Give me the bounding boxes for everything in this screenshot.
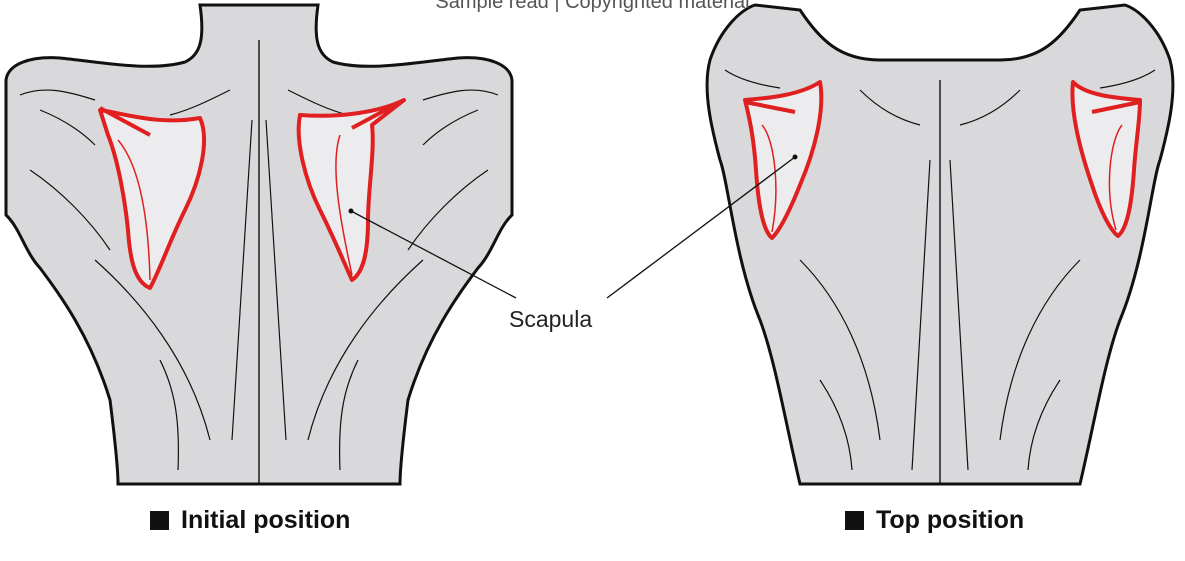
- square-bullet-icon: [845, 511, 864, 530]
- caption-initial-position: Initial position: [150, 506, 350, 535]
- caption-initial-label: Initial position: [181, 506, 350, 535]
- torso-initial-position: [6, 5, 512, 484]
- torso-top-position: [707, 5, 1173, 484]
- watermark-text: Sample read | Copyrighted material: [0, 0, 1185, 14]
- caption-top-position: Top position: [845, 506, 1024, 535]
- caption-top-label: Top position: [876, 506, 1024, 535]
- scapula-label: Scapula: [509, 306, 592, 333]
- square-bullet-icon: [150, 511, 169, 530]
